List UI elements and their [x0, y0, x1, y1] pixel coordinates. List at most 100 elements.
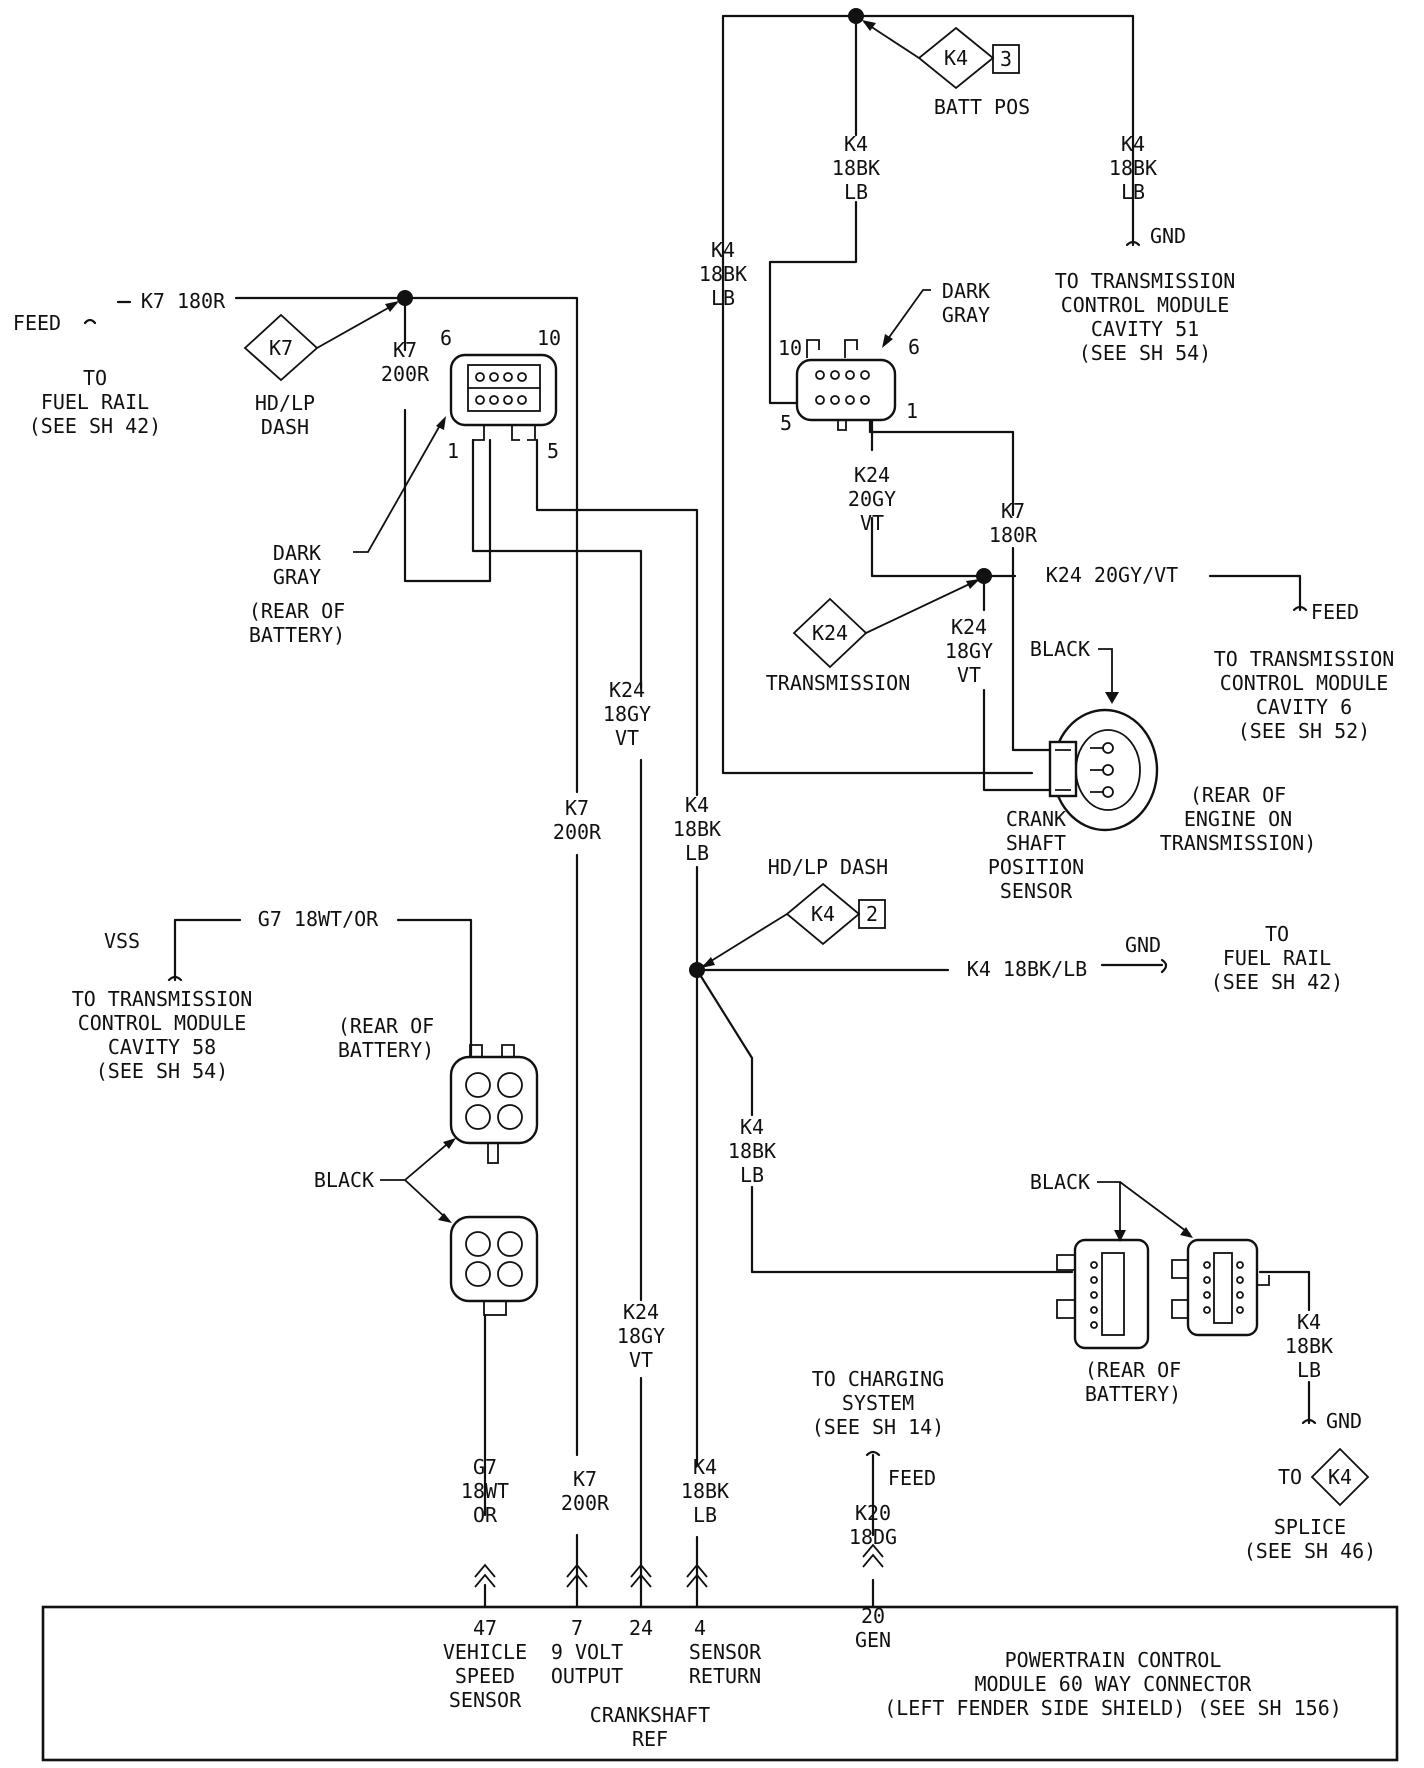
- ckp-name-4: SENSOR: [1000, 879, 1073, 903]
- c1-pin-1: 1: [447, 439, 459, 463]
- splice-k4-top-id: K4: [944, 46, 968, 70]
- c1-pin-6: 6: [440, 326, 452, 350]
- lbl-k4-top-left-1: K4: [711, 238, 735, 262]
- ckp-name-1: CRANK: [1006, 807, 1066, 831]
- ref-feed-fuel-rail-2: FUEL RAIL: [41, 390, 149, 414]
- c2-color-2: GRAY: [942, 303, 990, 327]
- wire-k4-to-c2: [768, 14, 858, 405]
- lbl-k7-200r-top-2: 200R: [381, 362, 430, 386]
- ckp-loc-1: (REAR OF: [1190, 783, 1286, 807]
- ckp-name-3: POSITION: [988, 855, 1084, 879]
- splice-k4-top: K4 3 BATT POS: [862, 20, 1030, 119]
- lbl-k7-180r-vert-1: K7: [1001, 499, 1025, 523]
- ref-gnd-tcm51-3: CAVITY 51: [1091, 317, 1199, 341]
- wire-k7-180r: [116, 296, 579, 794]
- ref-gnd-splice-tag: GND: [1326, 1409, 1362, 1433]
- pcm-title-2: MODULE 60 WAY CONNECTOR: [975, 1672, 1253, 1696]
- ref-gnd-tcm51-1: TO TRANSMISSION: [1055, 269, 1236, 293]
- splice-k4-mid: K4 2 HD/LP DASH: [701, 855, 888, 968]
- wire-k4-top-loop-right: [854, 14, 1135, 247]
- lbl-k4-top-left-3: LB: [711, 286, 735, 310]
- wire-k24-18gy-ckp: [982, 574, 1057, 792]
- wire-c1-pin5: [535, 438, 699, 797]
- c1-pin-10: 10: [537, 326, 561, 350]
- c2-color-1: DARK: [942, 279, 990, 303]
- pcm-pin-20-l1: GEN: [855, 1628, 891, 1652]
- ckp-loc-2: ENGINE ON: [1184, 807, 1292, 831]
- pcm-title-1: POWERTRAIN CONTROL: [1005, 1648, 1222, 1672]
- connector-c1: 6 10 1 5 DARK GRAY (REAR OF BATTERY): [249, 326, 561, 647]
- splice-k4-splice: K4: [1310, 1447, 1370, 1507]
- ref-charging-2: SYSTEM: [842, 1391, 914, 1415]
- splice-k7-label-2: DASH: [261, 415, 309, 439]
- pcm-pin-47-l1: VEHICLE: [443, 1640, 527, 1664]
- lbl-k4-bottom-3: LB: [693, 1503, 717, 1527]
- ref-vss-1: TO TRANSMISSION: [72, 987, 253, 1011]
- pcm-pin-24-num: 24: [629, 1616, 653, 1640]
- lbl-k24-low-3: VT: [629, 1348, 653, 1372]
- lbl-k4-lower-1: K4: [740, 1115, 764, 1139]
- lbl-k4-h: K4 18BK/LB: [967, 957, 1087, 981]
- ref-gnd-tcm51-tag: GND: [1150, 224, 1186, 248]
- ref-charging-tag: FEED: [888, 1466, 936, 1490]
- ref-gnd-fuel-2: FUEL RAIL: [1223, 946, 1331, 970]
- lbl-k7-180r-vert-2: 180R: [989, 523, 1038, 547]
- ref-feed-fuel-rail-3: (SEE SH 42): [29, 414, 161, 438]
- ref-gnd-fuel-tag: GND: [1125, 933, 1161, 957]
- pcm-pin-24-l2: REF: [632, 1727, 668, 1751]
- wire-k7-200r-c1: [403, 296, 492, 583]
- lbl-k24-20gy-3: VT: [860, 511, 884, 535]
- ref-feed-fuel-rail-1: TO: [83, 366, 107, 390]
- splice-k4-mid-label: HD/LP DASH: [768, 855, 888, 879]
- c1-color-1: DARK: [273, 541, 321, 565]
- ref-charging-1: TO CHARGING: [812, 1367, 944, 1391]
- lbl-k4-right-3: LB: [1297, 1358, 1321, 1382]
- lbl-k4-lower-2: 18BK: [728, 1139, 776, 1163]
- ref-feed-tcm6-4: (SEE SH 52): [1238, 719, 1370, 743]
- c4-loc-1: (REAR OF: [1085, 1358, 1181, 1382]
- lbl-k4-lower-3: LB: [740, 1163, 764, 1187]
- lbl-k7-bottom-2: 200R: [561, 1491, 610, 1515]
- lbl-g7-h: G7 18WT/OR: [258, 907, 379, 931]
- c2-pin-5: 5: [780, 411, 792, 435]
- c1-pin-5: 5: [547, 439, 559, 463]
- c2-pin-1: 1: [906, 399, 918, 423]
- ref-charging-3: (SEE SH 14): [812, 1415, 944, 1439]
- wire-k4-right: [1258, 1270, 1311, 1425]
- ref-vss-3: CAVITY 58: [108, 1035, 216, 1059]
- reference-labels: GND TO TRANSMISSION CONTROL MODULE CAVIT…: [13, 224, 1394, 1563]
- lbl-k24-18gy-mid-1: K24: [951, 615, 987, 639]
- lbl-k4-mid-2: 18BK: [673, 817, 721, 841]
- lbl-g7-bottom-1: G7: [473, 1455, 497, 1479]
- ref-gnd-splice-2: (SEE SH 46): [1244, 1539, 1376, 1563]
- lbl-k7-180r: K7 180R: [141, 289, 226, 313]
- connector-ckp: BLACK CRANK SHAFT POSITION SENSOR (REAR …: [988, 637, 1316, 903]
- lbl-k7-200r-mid-1: K7: [565, 796, 589, 820]
- lbl-k24-20gy-1: K24: [854, 463, 890, 487]
- c1-color-2: GRAY: [273, 565, 321, 589]
- c4-loc-2: BATTERY): [1085, 1382, 1181, 1406]
- splice-node-k7: [397, 290, 413, 306]
- c4-color: BLACK: [1030, 1170, 1090, 1194]
- splice-k7-label-1: HD/LP: [255, 391, 315, 415]
- wires: [83, 14, 1317, 1609]
- ref-gnd-tcm51-2: CONTROL MODULE: [1061, 293, 1230, 317]
- pcm-pin-4-num: 4: [694, 1616, 706, 1640]
- ref-feed-tcm6-1: TO TRANSMISSION: [1214, 647, 1395, 671]
- c1-loc-2: BATTERY): [249, 623, 345, 647]
- splice-k4-top-num: 3: [1000, 47, 1012, 71]
- splice-k24-label: TRANSMISSION: [766, 671, 911, 695]
- lbl-k4-bottom-2: 18BK: [681, 1479, 729, 1503]
- splice-k24-id: K24: [812, 621, 848, 645]
- ref-feed-tcm6-2: CONTROL MODULE: [1220, 671, 1389, 695]
- pcm-pin-7-l2: OUTPUT: [551, 1664, 623, 1688]
- pcm-pin-47-num: 47: [473, 1616, 497, 1640]
- pcm-pin-7-num: 7: [571, 1616, 583, 1640]
- connector-c2: 10 6 5 1 DARK GRAY: [778, 279, 990, 435]
- splice-k24: K24 TRANSMISSION: [766, 579, 980, 695]
- pcm-title-3: (LEFT FENDER SIDE SHIELD) (SEE SH 156): [884, 1696, 1342, 1720]
- lbl-k4-top-right-2: 18BK: [1109, 156, 1157, 180]
- splice-k7-id: K7: [269, 336, 293, 360]
- ref-vss-tag: VSS: [104, 929, 140, 953]
